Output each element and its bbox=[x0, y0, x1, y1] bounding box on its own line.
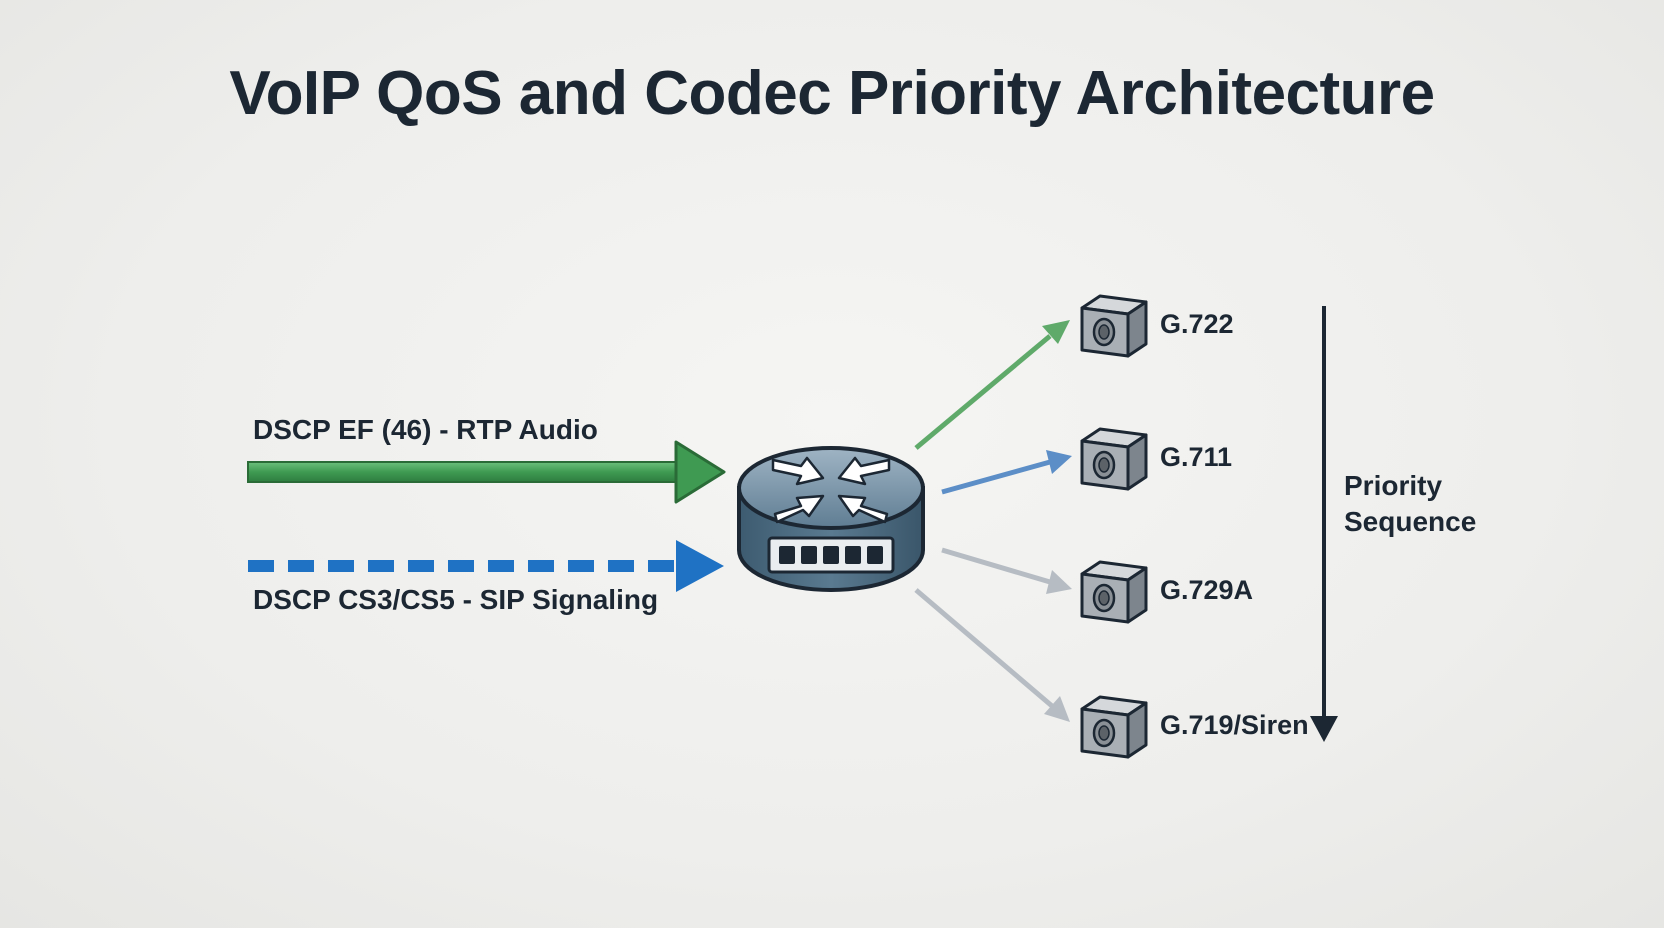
router-icon bbox=[737, 446, 925, 592]
speaker-box-icon bbox=[1080, 560, 1148, 624]
arrow-to-g722 bbox=[914, 320, 1070, 450]
speaker-box-icon bbox=[1080, 695, 1148, 759]
arrow-to-g711 bbox=[941, 450, 1072, 495]
speaker-box-icon bbox=[1080, 427, 1148, 491]
sip-signaling-label: DSCP CS3/CS5 - SIP Signaling bbox=[253, 584, 659, 615]
rtp-audio-arrow bbox=[247, 440, 726, 504]
arrow-to-g719 bbox=[914, 588, 1070, 722]
priority-sequence-arrow bbox=[1310, 306, 1338, 742]
page-title: VoIP QoS and Codec Priority Architecture bbox=[229, 59, 1435, 128]
codec-label-g722: G.722 bbox=[1160, 309, 1234, 339]
codec-label-g711: G.711 bbox=[1160, 442, 1233, 472]
priority-sequence-line2: Sequence bbox=[1344, 506, 1477, 537]
codec-label-g719: G.719/Siren bbox=[1160, 710, 1309, 740]
rtp-audio-label: DSCP EF (46) - RTP Audio bbox=[253, 414, 598, 445]
priority-sequence-line1: Priority bbox=[1344, 470, 1443, 501]
priority-sequence-label: Priority Sequence bbox=[1344, 468, 1476, 540]
arrow-to-g729a bbox=[941, 547, 1072, 594]
codec-label-g729a: G.729A bbox=[1160, 575, 1254, 605]
sip-signaling-arrow bbox=[248, 540, 724, 592]
speaker-box-icon bbox=[1080, 294, 1148, 358]
